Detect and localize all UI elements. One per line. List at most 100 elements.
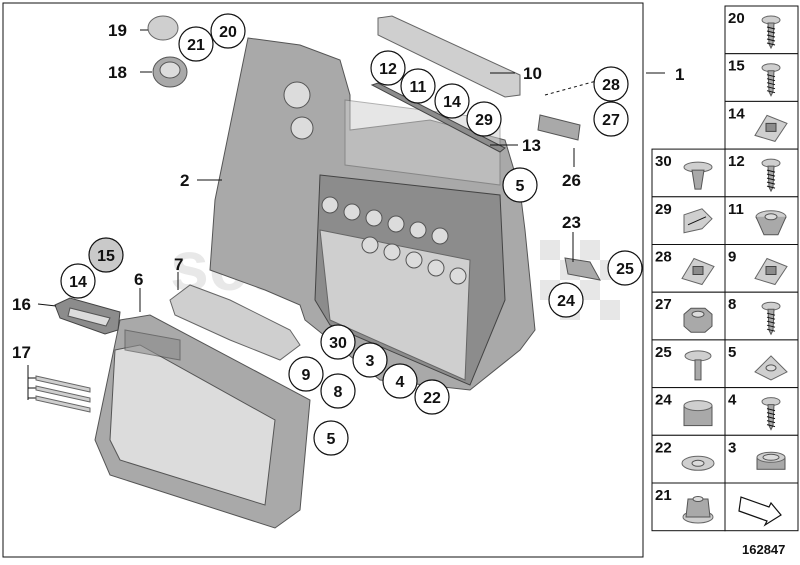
grid-cell [724, 291, 799, 341]
parts-grid: 20 15 14 30 12 29 11 28 9 27 8 25 5 24 4 22 3 21 [651, 5, 799, 532]
part-labels: 1 2 6 7 10 13 16 17 18 19 23 26 [12, 21, 684, 362]
callout-number: 4 [396, 374, 405, 391]
callout-number: 14 [69, 274, 87, 291]
grid-item-20: 20 [728, 10, 781, 50]
grid-item-29: 29 [655, 201, 713, 234]
callout-number: 27 [602, 112, 620, 129]
grid-item-4: 4 [728, 392, 781, 431]
seal-strip [370, 82, 506, 153]
label-19: 19 [108, 21, 127, 40]
callout-number: 30 [329, 335, 347, 352]
push-rivet-icon [683, 161, 713, 190]
lock-washer-icon [681, 455, 715, 471]
label-10: 10 [523, 64, 542, 83]
grid-item-number: 27 [655, 296, 672, 313]
grid-item-number: 25 [655, 344, 672, 361]
grid-item-number: 30 [655, 153, 672, 170]
label-13: 13 [522, 136, 541, 155]
grid-item-number: 3 [728, 439, 736, 456]
clip-nut-icon [754, 257, 788, 286]
grommet-icon [755, 210, 787, 236]
screw-icon [761, 15, 781, 50]
grid-item-5: 5 [728, 344, 788, 381]
grid-item-number: 5 [728, 344, 736, 361]
leader-lines [37, 29, 665, 312]
grid-cell [724, 53, 799, 102]
callout-number: 21 [187, 37, 205, 54]
grid-cell [724, 387, 799, 436]
callout-25: 25 [607, 250, 643, 286]
callout-24: 24 [548, 282, 584, 318]
callout-5: 5 [313, 420, 349, 456]
grid-item-number: 28 [655, 249, 672, 266]
upper-trim-strip [377, 15, 521, 98]
callout-22: 22 [414, 379, 450, 415]
grid-item-number: 22 [655, 439, 672, 456]
grid-item-14: 14 [728, 105, 788, 142]
small-bracket [564, 257, 601, 281]
callout-number: 11 [410, 79, 427, 96]
grid-item-number: 14 [728, 105, 745, 122]
callout-number: 9 [302, 367, 311, 384]
callout-number: 24 [557, 293, 575, 310]
callout-21: 21 [178, 26, 214, 62]
callout-number: 29 [475, 112, 493, 129]
screw-icon [761, 158, 781, 193]
grid-item-number: 12 [728, 153, 745, 170]
grid-item-30: 30 [655, 153, 713, 190]
callout-11: 11 [400, 68, 436, 104]
label-2: 2 [180, 171, 189, 190]
grid-item-28: 28 [655, 249, 715, 286]
grid-item-number: 11 [728, 201, 744, 218]
grid-item-number: 4 [728, 392, 737, 409]
callout-28: 28 [593, 66, 629, 102]
speaker-grilles [147, 15, 188, 88]
label-23: 23 [562, 213, 581, 232]
screw-icon [761, 301, 781, 336]
label-26: 26 [562, 171, 581, 190]
diagram-id-number: 162847 [742, 542, 785, 557]
grid-cell [724, 339, 799, 389]
grid-item-number: 9 [728, 249, 736, 266]
panel-bosses [321, 196, 467, 285]
label-16: 16 [12, 295, 31, 314]
grid-item-number: 8 [728, 296, 736, 313]
callout-4: 4 [382, 363, 418, 399]
grid-item-11: 11 [728, 201, 787, 236]
callout-number: 5 [516, 178, 525, 195]
grid-item-21: 21 [655, 487, 714, 524]
ring-icon [756, 451, 786, 470]
callout-number: 28 [602, 77, 620, 94]
callout-15: 15 [88, 237, 124, 273]
armrest [169, 284, 301, 361]
grid-item-8: 8 [728, 296, 781, 336]
callout-30: 30 [320, 324, 356, 360]
door-handle [54, 297, 121, 335]
grid-item-27: 27 [655, 296, 713, 333]
callout-number: 5 [327, 431, 336, 448]
callout-8: 8 [320, 373, 356, 409]
clip-nut-icon [681, 257, 715, 286]
label-1: 1 [675, 65, 684, 84]
grid-item-12: 12 [728, 153, 781, 193]
grid-item-24: 24 [655, 392, 713, 427]
grid-item-arrow [738, 496, 782, 527]
clip-nut-icon [754, 114, 788, 142]
grid-item-9: 9 [728, 249, 788, 286]
label-7: 7 [174, 255, 183, 274]
callout-27: 27 [593, 101, 629, 137]
label-18: 18 [108, 63, 127, 82]
hex-nut-icon [683, 307, 713, 333]
spring-clip-icon [683, 208, 713, 234]
spacer-sleeve-icon [683, 400, 713, 427]
speed-nut-icon [754, 355, 788, 381]
callout-number: 8 [334, 384, 343, 401]
callout-20: 20 [210, 13, 246, 49]
grid-item-number: 24 [655, 392, 672, 409]
direction-arrow-icon [738, 496, 782, 527]
flange-nut-icon [682, 496, 714, 524]
grid-item-number: 15 [728, 58, 745, 75]
callout-number: 25 [616, 261, 634, 278]
